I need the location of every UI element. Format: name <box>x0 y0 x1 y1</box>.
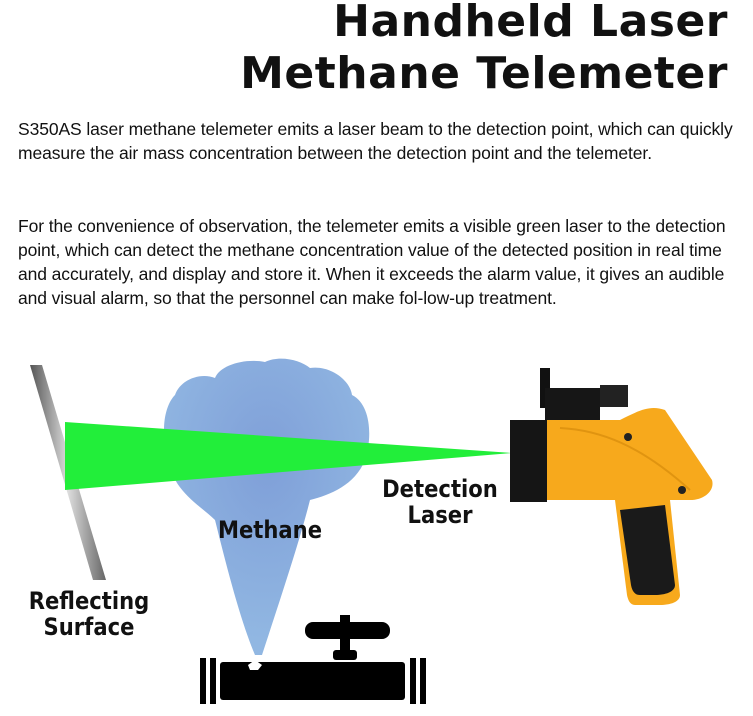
description-paragraph-1: S350AS laser methane telemeter emits a l… <box>18 119 733 163</box>
methane-cloud <box>164 358 370 655</box>
green-laser-beam <box>65 422 512 490</box>
pipe-with-valve <box>200 615 426 704</box>
title-line-1: Handheld Laser <box>333 0 728 47</box>
page-title: Handheld Laser Methane Telemeter <box>240 0 728 100</box>
title-line-2: Methane Telemeter <box>240 48 728 99</box>
label-line: Reflecting <box>28 587 150 615</box>
label-line: Surface <box>43 613 135 641</box>
reflecting-surface-label: Reflecting Surface <box>23 588 155 640</box>
methane-label: Methane <box>217 516 323 544</box>
label-line: Detection <box>382 475 498 503</box>
detection-laser-label: Detection Laser <box>378 476 501 528</box>
description-paragraph-2: For the convenience of observation, the … <box>18 216 726 308</box>
label-line: Laser <box>407 501 473 529</box>
laser-telemeter-device <box>510 368 713 605</box>
